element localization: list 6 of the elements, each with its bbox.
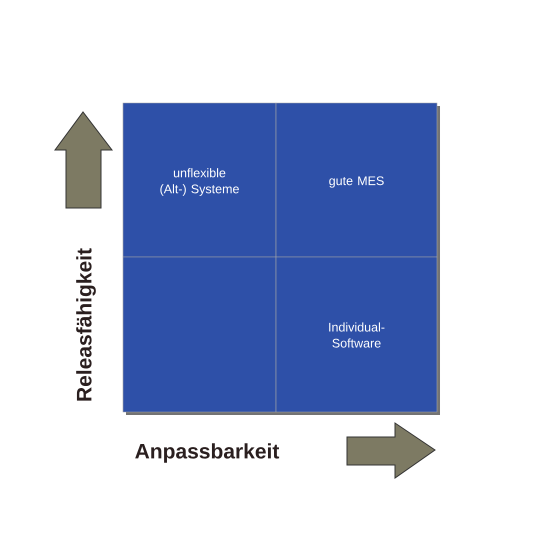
quadrant-box (122, 256, 276, 412)
quadrant-box: gute MES (276, 102, 438, 258)
axis-label: Anpassbarkeit (135, 443, 280, 463)
axis-label: Releasfähigkeit (76, 248, 96, 401)
quadrant-box: Individual- Software (276, 256, 438, 412)
quadrant-box: unflexible (Alt-) Systeme (122, 102, 276, 258)
